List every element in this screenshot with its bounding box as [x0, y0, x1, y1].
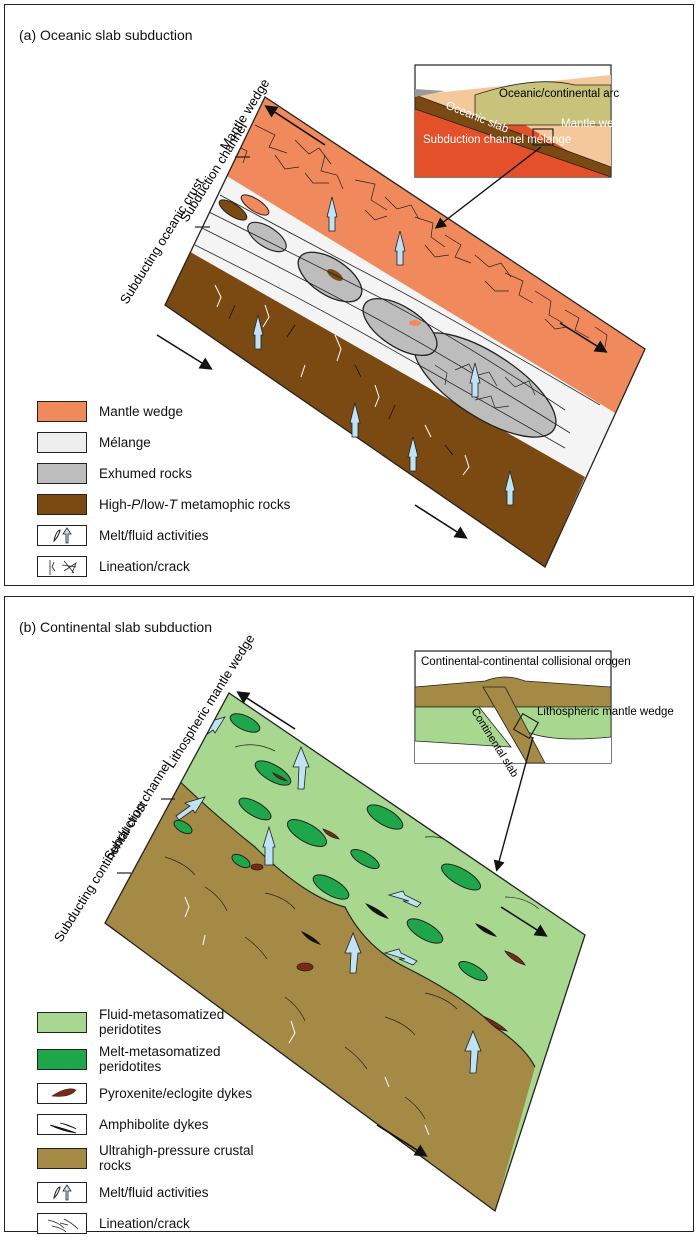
legend-item: Amphibolite dykes	[37, 1112, 269, 1136]
legend-item: High-P/low-T metamophic rocks	[37, 492, 290, 516]
hp-lens	[218, 199, 248, 221]
panel-oceanic-subduction: (a) Oceanic slab subduction	[4, 4, 694, 586]
panel-a-title: (a) Oceanic slab subduction	[19, 27, 193, 43]
shear-arrow	[376, 1124, 428, 1157]
inset-oceanic: Oceanic/continental arc Oceanic slab Man…	[414, 64, 633, 229]
mantle-wedge-region	[225, 97, 645, 413]
shear-arrow	[156, 334, 213, 370]
melt-fluid-icon	[37, 1181, 87, 1203]
inset-label-arc: Oceanic/continental arc	[499, 88, 619, 100]
lineation-crack-icon	[37, 1212, 87, 1234]
legend-item: Mélange	[37, 430, 290, 454]
legend-b: Fluid-metasomatized peridotites Melt-met…	[37, 1007, 269, 1242]
swatch-mantle-wedge	[37, 400, 87, 422]
legend-item: Mantle wedge	[37, 399, 290, 423]
amphibolite-dykes	[301, 903, 497, 945]
crack-texture	[234, 124, 608, 409]
shear-arrow	[500, 906, 548, 937]
legend-item: Melt-metasomatized peridotites	[37, 1044, 269, 1074]
swatch-amphibolite-dykes	[37, 1113, 87, 1135]
shear-arrow	[559, 322, 608, 353]
legend-item: Melt/fluid activities	[37, 523, 290, 547]
legend-item: Exhumed rocks	[37, 461, 290, 485]
inset-label-melange: Subduction channel mélange	[423, 134, 571, 146]
fluid-arrows	[252, 196, 516, 506]
swatch-fluid-peridotites	[37, 1011, 87, 1033]
inset-label-orogen: Continental-continental collisional orog…	[421, 656, 631, 668]
lineation-crack-icon	[37, 555, 87, 577]
legend-item: Fluid-metasomatized peridotites	[37, 1007, 269, 1037]
swatch-uhp-crustal-rocks	[37, 1147, 87, 1169]
legend-item: Melt/fluid activities	[37, 1180, 269, 1204]
melange-lineations	[194, 194, 601, 449]
legend-item: Lineation/crack	[37, 1211, 269, 1235]
swatch-exhumed-rocks	[37, 462, 87, 484]
shear-arrow	[414, 504, 468, 539]
exhumed-lens	[362, 297, 438, 357]
exhumed-lens	[247, 221, 287, 253]
swatch-hp-rocks	[37, 493, 87, 515]
shear-arrow	[236, 691, 296, 730]
hp-cracks	[214, 284, 470, 476]
mantle-lens	[409, 320, 421, 326]
panel-continental-subduction: (b) Continental slab subduction	[4, 596, 694, 1234]
swatch-melange	[37, 431, 87, 453]
melt-fluid-icon	[37, 524, 87, 546]
cracks-b	[184, 896, 430, 1136]
pyroxenite-dykes	[250, 772, 526, 1032]
legend-item: Lineation/crack	[37, 554, 290, 578]
continental-diagram: Lithospheric mantle wedge Subduction cha…	[51, 631, 674, 1213]
panel-b-title: (b) Continental slab subduction	[19, 619, 213, 635]
hp-metamorphic-region	[165, 249, 585, 567]
legend-a: Mantle wedge Mélange Exhumed rocks High-…	[37, 399, 290, 585]
swatch-pyroxenite-dykes	[37, 1082, 87, 1104]
legend-item: Pyroxenite/eclogite dykes	[37, 1081, 269, 1105]
mantle-lens	[240, 194, 270, 216]
inset-label-lithospheric-mantle-wedge: Lithospheric mantle wedge	[537, 706, 674, 718]
shear-arrow	[264, 105, 326, 146]
inset-continental: Continental-continental collisional orog…	[414, 650, 674, 872]
uhp-crustal-region	[105, 767, 535, 1211]
legend-item: Ultrahigh-pressure crustal rocks	[37, 1143, 269, 1173]
oceanic-diagram: Mantle wedge Subduction channel Subducti…	[117, 64, 646, 568]
inset-label-mantle-wedge: Mantle wedge	[561, 118, 633, 130]
swatch-melt-peridotites	[37, 1048, 87, 1070]
